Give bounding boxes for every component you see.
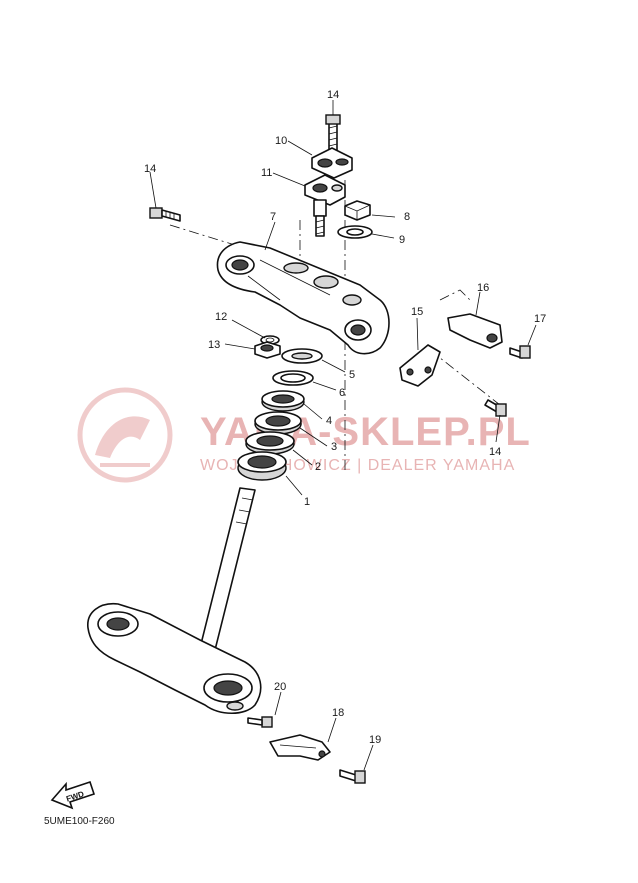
callout-16: 16 <box>477 282 489 294</box>
handlebar-clamp-cap-10 <box>311 147 353 179</box>
handlebar-holder-11 <box>304 174 346 237</box>
bolt-20 <box>247 716 273 728</box>
callout-14-right: 14 <box>489 446 501 458</box>
washer-6 <box>272 370 314 386</box>
callout-9: 9 <box>399 234 405 246</box>
callout-13: 13 <box>208 339 220 351</box>
callout-18: 18 <box>332 707 344 719</box>
callout-3: 3 <box>331 441 337 453</box>
callout-14-left: 14 <box>144 163 156 175</box>
upper-bracket-7 <box>216 241 390 355</box>
callout-2: 2 <box>315 461 321 473</box>
callout-8: 8 <box>404 211 410 223</box>
callout-5: 5 <box>349 369 355 381</box>
steering-nut-8 <box>344 200 371 221</box>
bolt-19 <box>339 769 366 784</box>
bolt-14-left <box>149 207 181 222</box>
callout-labels: 14 10 11 14 7 8 9 16 17 15 12 13 5 6 4 1… <box>144 89 546 746</box>
ring-nut-4 <box>261 390 305 412</box>
callout-6: 6 <box>339 387 345 399</box>
cable-clamp-18 <box>269 734 331 761</box>
fwd-arrow: FWD <box>50 780 96 810</box>
callout-15: 15 <box>411 306 423 318</box>
lower-bracket-stem <box>87 487 262 715</box>
watermark-logo <box>77 387 173 483</box>
bearing-1 <box>237 451 287 481</box>
callout-20: 20 <box>274 681 286 693</box>
callout-12: 12 <box>215 311 227 323</box>
bolt-14-right <box>484 399 507 417</box>
callout-19: 19 <box>369 734 381 746</box>
washer-9 <box>337 225 373 239</box>
callout-14-top: 14 <box>327 89 339 101</box>
callout-4: 4 <box>326 415 332 427</box>
callout-10: 10 <box>275 135 287 147</box>
bracket-16 <box>439 289 503 349</box>
plate-15 <box>399 344 441 387</box>
callout-17: 17 <box>534 313 546 325</box>
diagram-code: 5UME100-F260 <box>44 816 115 827</box>
callout-1: 1 <box>304 496 310 508</box>
nut-13 <box>254 341 281 359</box>
callout-7: 7 <box>270 211 276 223</box>
bolt-14-top <box>325 114 341 153</box>
bearing-race-2 <box>245 431 295 455</box>
washer-5 <box>281 348 323 364</box>
leader-lines <box>149 100 537 771</box>
watermark: YAMA-SKLEP.PL WOJCIECHOWICZ | DEALER YAM… <box>77 387 530 483</box>
bearing-cover-3 <box>254 411 302 435</box>
bolt-17 <box>509 345 531 359</box>
callout-11: 11 <box>261 167 272 179</box>
